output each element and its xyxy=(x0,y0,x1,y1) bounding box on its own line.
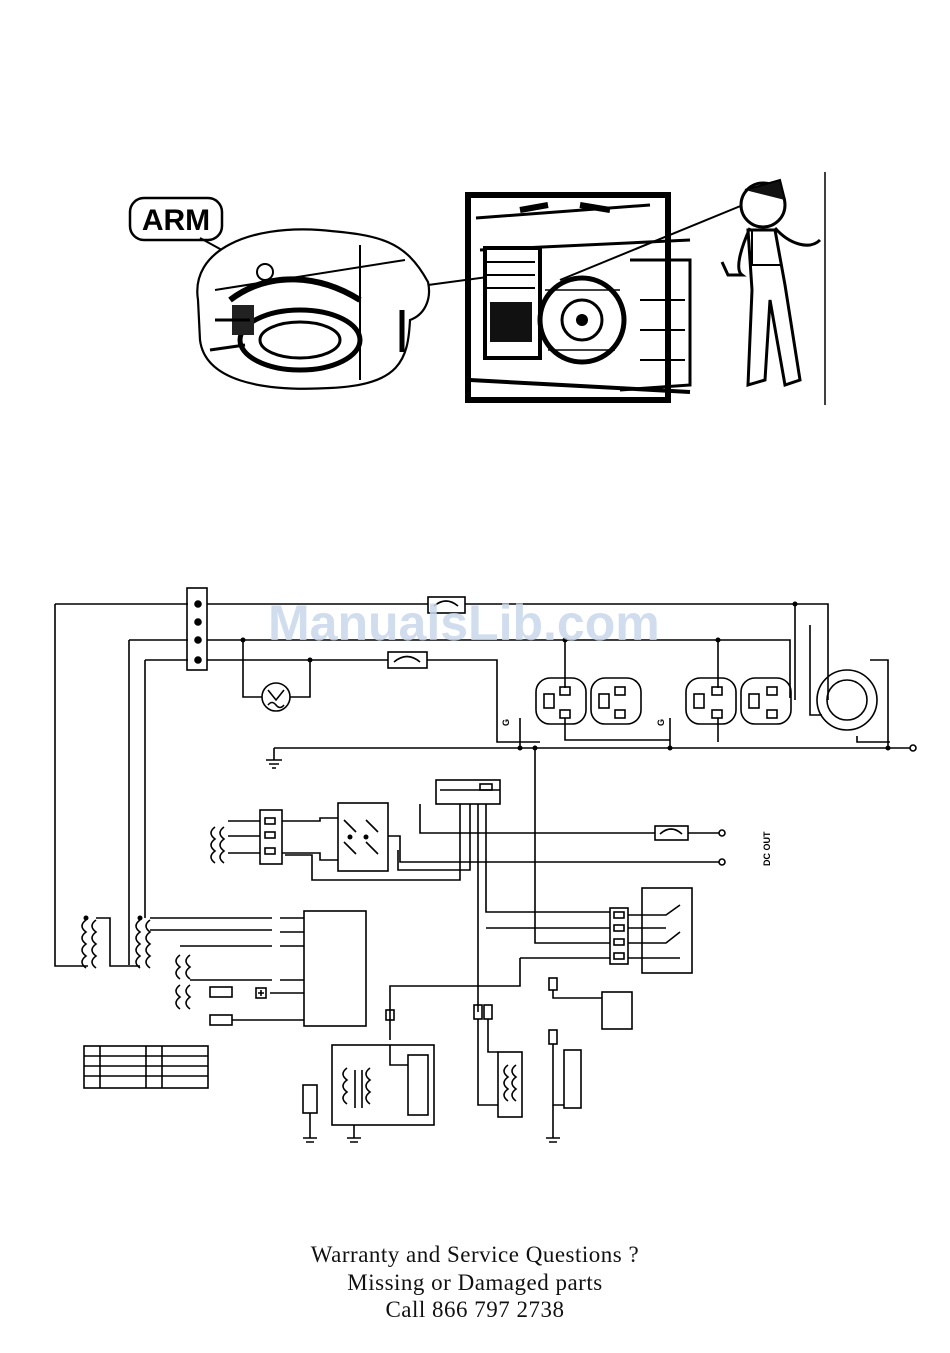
footer-missing-parts-line: Missing or Damaged parts xyxy=(0,1270,950,1296)
wiring-schematic: G G DC OUT ManualsLib.com xyxy=(0,0,950,1200)
ground-label-1: G xyxy=(501,719,511,726)
footer-phone-line: Call 866 797 2738 xyxy=(0,1297,950,1323)
dc-out-label: DC OUT xyxy=(762,831,772,866)
ground-label-2: G xyxy=(656,719,666,726)
footer-warranty-line: Warranty and Service Questions ? xyxy=(0,1242,950,1268)
watermark-text: ManualsLib.com xyxy=(268,595,660,651)
